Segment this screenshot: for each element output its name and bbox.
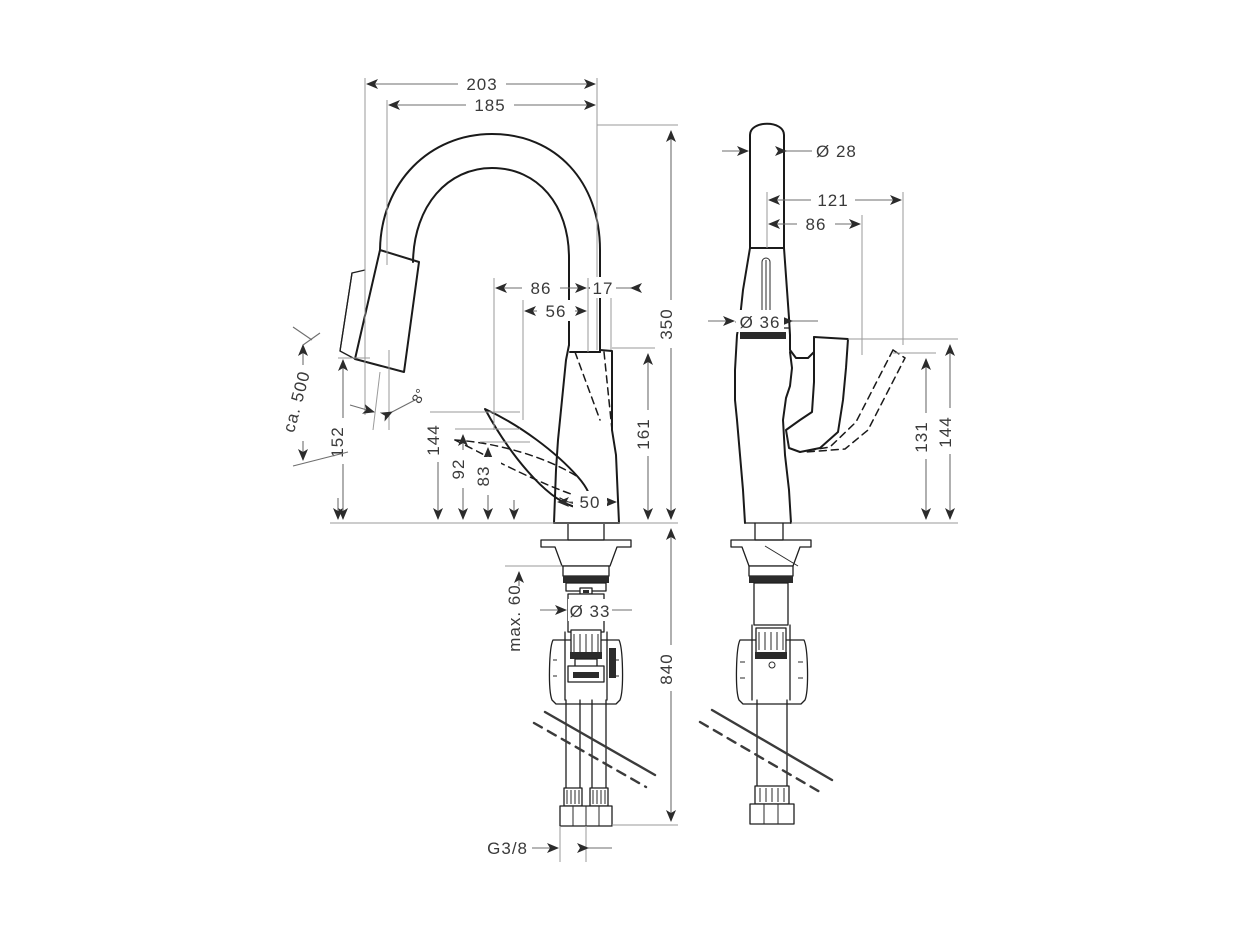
dim-label-max60: max. 60 — [505, 584, 524, 651]
dim-label-83: 83 — [474, 466, 493, 487]
dim-label-185: 185 — [474, 96, 505, 115]
dim-label-dia36: Ø 36 — [740, 313, 781, 332]
dim-50: 50 — [557, 491, 617, 512]
dim-56: 56 — [522, 300, 587, 420]
dim-label-350: 350 — [657, 308, 676, 339]
dim-g38: G3/8 — [487, 826, 612, 862]
dim-label-86-side: 86 — [806, 215, 827, 234]
deck-flange-side — [730, 522, 812, 583]
shank-side — [698, 582, 834, 825]
dim-max60: max. 60 — [505, 565, 562, 652]
dim-label-152: 152 — [328, 426, 347, 457]
lever-handle-front-alt — [454, 439, 581, 498]
dim-label-92: 92 — [449, 459, 468, 480]
dim-dia28: Ø 28 — [722, 142, 857, 161]
spout-outer-profile — [379, 133, 601, 351]
dim-131: 131 — [893, 352, 939, 520]
dim-label-dia33: Ø 33 — [570, 602, 611, 621]
body-hidden-edge — [574, 351, 601, 421]
dim-17: 17 — [588, 277, 642, 350]
supply-hoses-front — [532, 699, 657, 827]
dim-label-dia28: Ø 28 — [816, 142, 857, 161]
dim-label-121: 121 — [817, 191, 848, 210]
dim-label-131: 131 — [912, 421, 931, 452]
lever-handle-side-alt — [799, 349, 906, 453]
dim-label-203: 203 — [466, 75, 497, 94]
dim-dia36: Ø 36 — [708, 310, 818, 332]
dim-label-144-front: 144 — [424, 424, 443, 455]
spout-inner-profile — [412, 167, 570, 346]
dim-label-840: 840 — [657, 653, 676, 684]
dim-86-side: 86 — [768, 213, 863, 355]
side-dimensions: Ø 28 121 86 Ø 36 — [708, 142, 963, 524]
dim-185: 185 — [386, 93, 596, 265]
dim-840: 840 — [612, 522, 684, 826]
dim-83: 83 — [474, 441, 530, 520]
dim-label-144-side: 144 — [936, 416, 955, 447]
dim-92: 92 — [449, 428, 520, 520]
dim-label-g38: G3/8 — [487, 839, 528, 858]
dim-121: 121 — [766, 189, 904, 345]
dim-144-side: 144 — [791, 338, 963, 524]
side-view-geometry — [698, 122, 906, 825]
dim-label-86-front: 86 — [531, 279, 552, 298]
dim-203: 203 — [364, 72, 598, 415]
dim-8deg: 8° — [349, 350, 429, 431]
dim-label-56: 56 — [546, 302, 567, 321]
front-dimensions: 203 185 350 161 — [279, 72, 684, 862]
dim-label-50: 50 — [580, 493, 601, 512]
dim-label-8deg: 8° — [408, 385, 429, 405]
dim-label-161: 161 — [634, 418, 653, 449]
dim-144-front: 144 — [424, 411, 520, 520]
dim-dia33: Ø 33 — [540, 599, 632, 621]
dim-152: 152 — [328, 357, 370, 520]
dim-label-17: 17 — [593, 279, 614, 298]
body-hidden-edge-2 — [603, 351, 613, 431]
